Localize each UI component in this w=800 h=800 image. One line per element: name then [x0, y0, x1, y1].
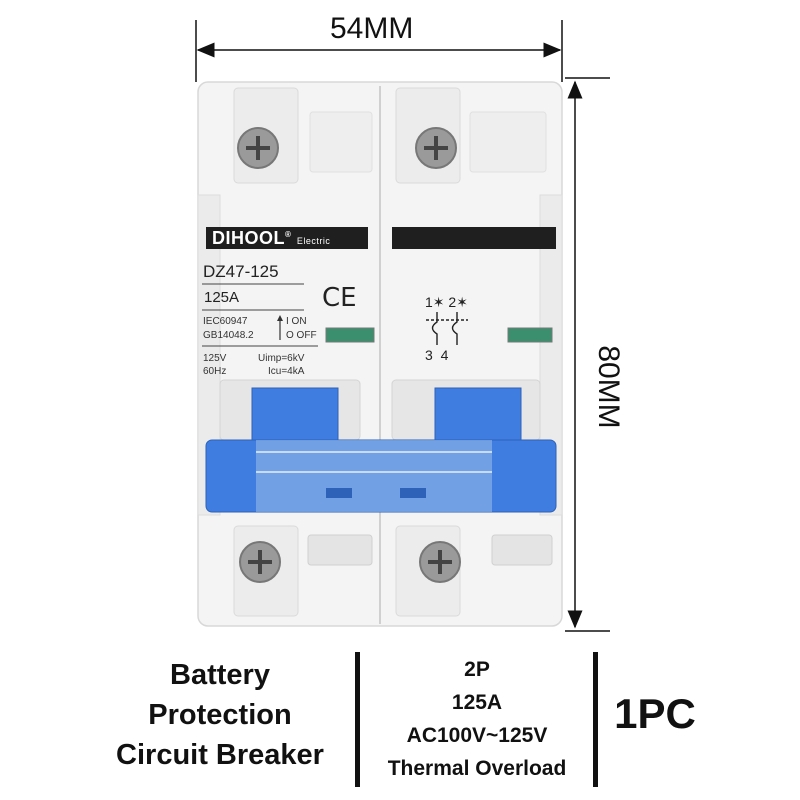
circuit-symbol-icon	[426, 312, 468, 345]
height-dimension-label: 80MM	[592, 345, 625, 429]
caption-specs: 2P 125A AC100V~125V Thermal Overload	[362, 653, 592, 785]
model-number: DZ47-125	[203, 262, 279, 281]
width-dimension-label: 54MM	[330, 12, 414, 45]
frequency-label: 60Hz	[203, 366, 227, 377]
caption-line: AC100V~125V	[406, 724, 548, 747]
on-label: I ON	[286, 316, 307, 327]
caption-line: Circuit Breaker	[116, 739, 324, 771]
brand-name: DIHOOL® Electric	[212, 228, 331, 248]
indicator-right	[507, 327, 553, 343]
terminal-top-labels: 1✶ 2✶	[425, 294, 468, 310]
label-bar-left	[206, 227, 368, 249]
indicator-left	[325, 327, 375, 343]
toggle-left	[251, 387, 339, 441]
toggle-right	[434, 387, 522, 441]
handle-tie-bar	[205, 439, 557, 513]
current-rating: 125A	[204, 289, 240, 306]
caption-line: Thermal Overload	[387, 757, 567, 780]
terminal-bottom-labels: 3 4	[425, 347, 449, 363]
ce-mark: CE	[322, 283, 357, 313]
caption-line: 2P	[464, 658, 490, 681]
screw-bottom-right-icon	[419, 541, 461, 583]
uimp-label: Uimp=6kV	[258, 353, 305, 364]
label-bar-right	[392, 227, 556, 249]
standard-gb: GB14048.2	[203, 330, 254, 341]
caption-line: 125A	[451, 691, 503, 714]
standard-iec: IEC60947	[203, 316, 248, 327]
voltage-label: 125V	[203, 353, 227, 364]
screw-bottom-left-icon	[239, 541, 281, 583]
screw-top-left-icon	[237, 127, 279, 169]
caption-line: Battery	[170, 659, 270, 691]
caption-product-type: Battery Protection Circuit Breaker	[80, 655, 360, 775]
caption-quantity: 1PC	[614, 690, 696, 737]
caption-line: Protection	[148, 699, 292, 731]
icu-label: Icu=4kA	[268, 366, 305, 377]
off-label: O OFF	[286, 330, 317, 341]
screw-top-right-icon	[415, 127, 457, 169]
